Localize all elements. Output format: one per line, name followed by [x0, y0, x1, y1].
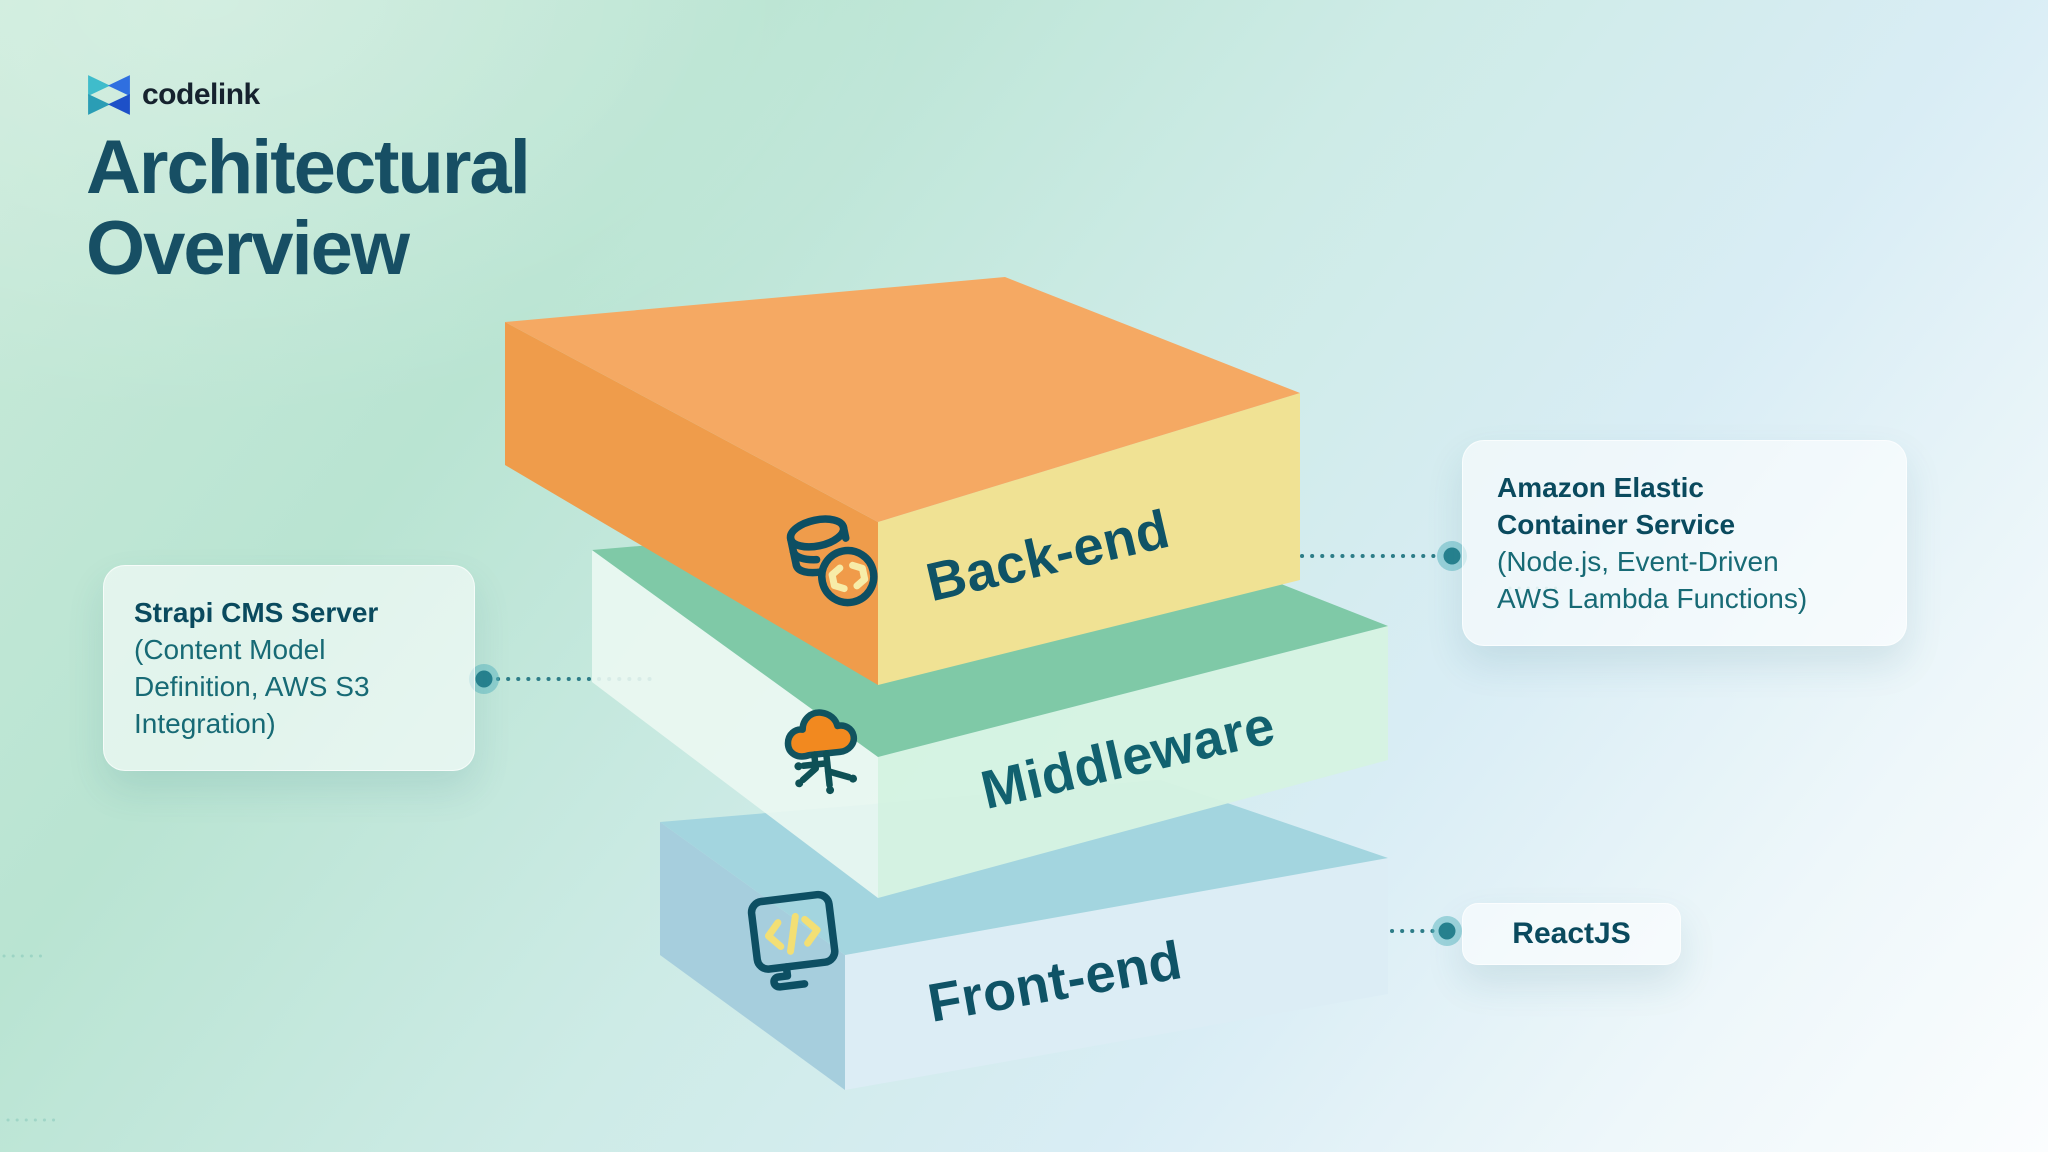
callout-strapi-title: Strapi CMS Server [134, 597, 379, 628]
connector-dot-reactjs [1432, 916, 1462, 946]
brand-name: codelink [142, 78, 260, 111]
callout-strapi-body: (Content Model Definition, AWS S3 Integr… [134, 634, 370, 739]
monitor-code-icon [747, 890, 839, 991]
callout-amazon-ecs: Amazon Elastic Container Service (Node.j… [1462, 440, 1907, 646]
callout-ecs-title: Amazon Elastic Container Service [1497, 472, 1736, 540]
backend-face-front [878, 393, 1300, 685]
layer-backend-box [505, 277, 1300, 685]
middleware-face-front [878, 626, 1388, 898]
backend-face-top [505, 277, 1300, 522]
connector-dot-ecs [1437, 541, 1467, 571]
database-code-icon [786, 515, 878, 607]
brand-logo: codelink [86, 72, 260, 118]
frontend-face-front [845, 858, 1388, 1090]
frontend-face-left [660, 822, 845, 1090]
connector-dots [469, 541, 1467, 946]
callout-reactjs-title: ReactJS [1512, 917, 1631, 950]
callout-strapi-cms: Strapi CMS Server (Content Model Definit… [103, 565, 475, 771]
codelink-logo-icon [88, 75, 130, 115]
connector-dot-strapi [469, 664, 499, 694]
cloud-network-icon [784, 709, 858, 795]
page-title-line1: Architectural [86, 125, 531, 210]
page-title-line2: Overview [86, 205, 410, 291]
callout-reactjs: ReactJS [1462, 903, 1681, 965]
callout-ecs-body: (Node.js, Event-Driven AWS Lambda Functi… [1497, 546, 1808, 614]
page-title: Architectural Overview [86, 125, 531, 291]
middleware-face-left [592, 550, 878, 898]
backend-face-left [505, 322, 878, 685]
